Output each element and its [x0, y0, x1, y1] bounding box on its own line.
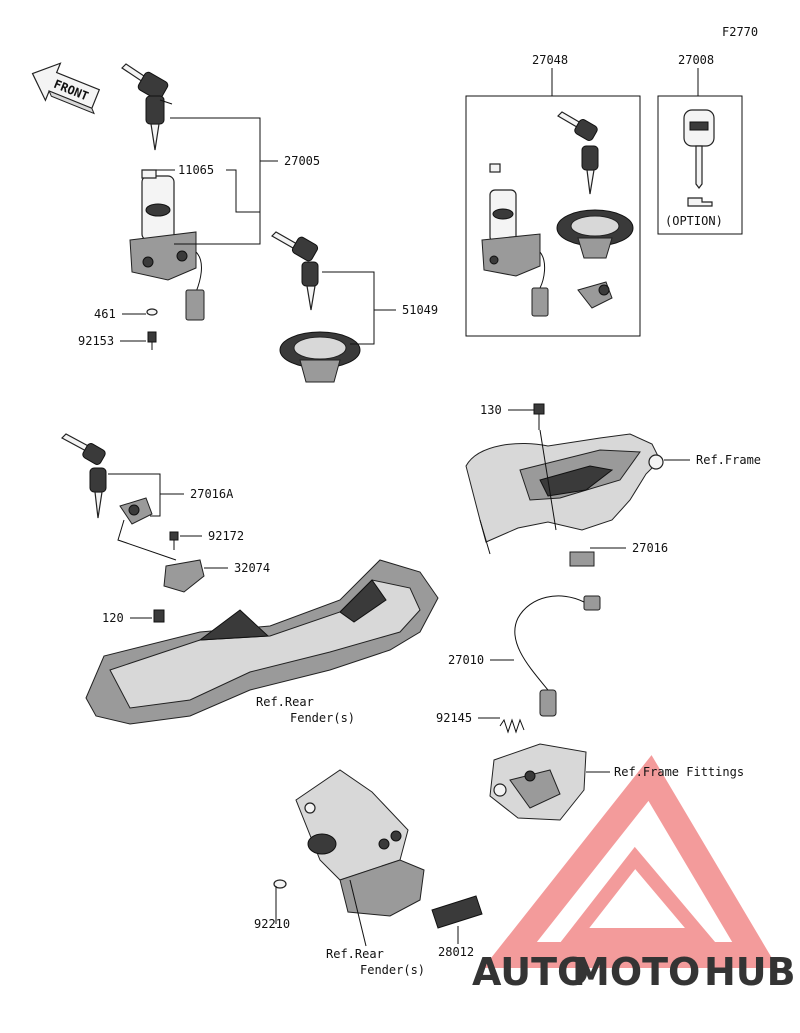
seat-lock-27016a — [119, 497, 153, 525]
screw-461 — [146, 308, 158, 316]
callout-92172: 92172 — [208, 529, 244, 543]
reflector-28012 — [431, 895, 483, 929]
callout-120: 120 — [102, 611, 124, 625]
callout-32074: 32074 — [234, 561, 270, 575]
callout-27048: 27048 — [532, 53, 568, 67]
callout-11065: 11065 — [178, 163, 214, 177]
callout-461: 461 — [94, 307, 116, 321]
ignition-switch-27005 — [129, 169, 205, 321]
callout-ref-rear-fender-2-line2: Fender(s) — [360, 963, 425, 977]
callout-27005: 27005 — [284, 154, 320, 168]
callout-51049: 51049 — [402, 303, 438, 317]
key-51049 — [271, 231, 319, 311]
front-direction-arrow: FRONT — [31, 62, 101, 115]
callout-ref-rear-fender-2-line1: Ref.Rear — [326, 947, 384, 961]
fuel-cap-27048 — [556, 209, 634, 259]
callout-92153: 92153 — [78, 334, 114, 348]
ignition-key-27005 — [121, 63, 173, 151]
key-27048 — [557, 111, 599, 195]
callout-27010: 27010 — [448, 653, 484, 667]
callout-130: 130 — [480, 403, 502, 417]
callout-ref-rear-fender-1-line2: Fender(s) — [290, 711, 355, 725]
watermark-inner-triangle — [560, 846, 716, 942]
watermark-text-hub: HUB — [704, 950, 796, 994]
callout-ref-rear-fender-1-line1: Ref.Rear — [256, 695, 314, 709]
watermark-triangle — [483, 755, 778, 968]
seat-switch-cable-27010 — [514, 595, 601, 717]
watermark-text-auto: AUTO — [472, 950, 589, 994]
spare-key-27008 — [683, 109, 715, 189]
callout-ref-frame-fittings: Ref.Frame Fittings — [614, 765, 744, 779]
ignition-switch-27048 — [481, 163, 549, 317]
washer-92210 — [273, 879, 287, 889]
option-label: (OPTION) — [665, 214, 723, 228]
option-box-27008 — [657, 95, 743, 235]
callout-ref-frame: Ref.Frame — [696, 453, 761, 467]
seat-lock-27048 — [577, 281, 613, 309]
set-box-27048 — [465, 95, 641, 337]
key-27016a — [61, 433, 107, 519]
callout-28012: 28012 — [438, 945, 474, 959]
bracket-32074 — [163, 559, 205, 593]
callout-27008: 27008 — [678, 53, 714, 67]
license-plate-bracket — [295, 769, 425, 917]
frame-fittings — [489, 743, 587, 821]
callout-27016a: 27016A — [190, 487, 234, 501]
figure-code: F2770 — [722, 25, 758, 39]
frame-assembly — [465, 429, 664, 567]
rear-fender — [85, 559, 439, 725]
watermark-logo: AUTO MOTO HUB — [472, 755, 796, 994]
screw-92153 — [147, 331, 157, 350]
watermark-text-moto: MOTO — [572, 950, 700, 994]
bolt-130 — [533, 403, 545, 430]
callout-27016: 27016 — [632, 541, 668, 555]
bolt-120 — [153, 609, 165, 623]
fuel-cap-51049 — [279, 331, 361, 383]
spring-92145 — [499, 718, 525, 734]
callout-92145: 92145 — [436, 711, 472, 725]
callout-92210: 92210 — [254, 917, 290, 931]
screw-92172 — [169, 531, 179, 550]
